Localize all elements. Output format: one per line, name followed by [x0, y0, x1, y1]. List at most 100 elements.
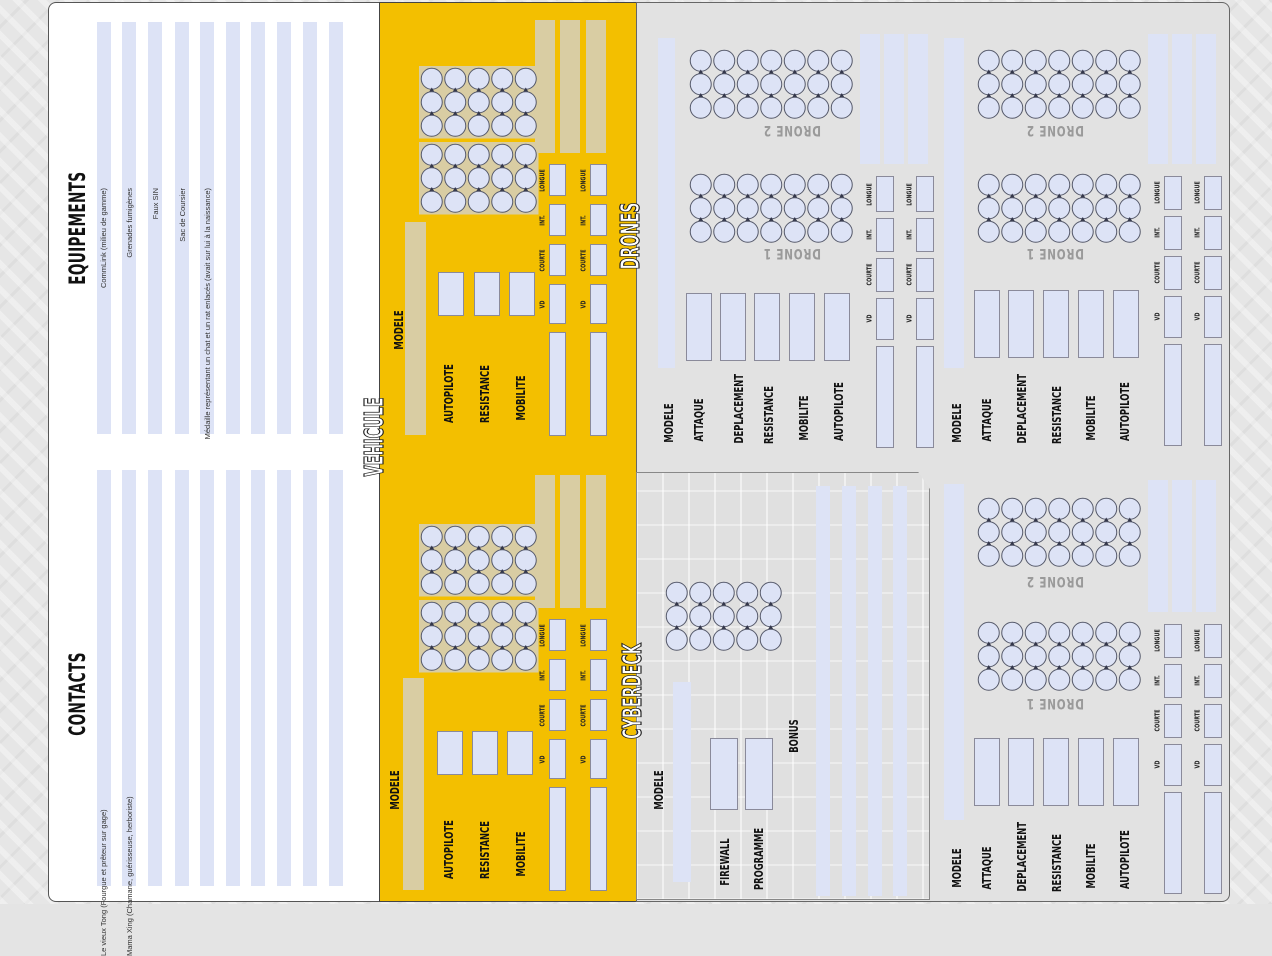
drone-block-2-w1-courte[interactable]: [1164, 256, 1182, 290]
condition-box[interactable]: [1118, 49, 1141, 72]
vehicle-b-mobilite-box[interactable]: [507, 731, 533, 775]
condition-box[interactable]: [1001, 173, 1024, 196]
drone-block-2-mobilite-box[interactable]: [1078, 290, 1104, 358]
condition-box[interactable]: [760, 197, 783, 220]
drone-block-2-weapon2-name[interactable]: [1172, 34, 1192, 164]
condition-box[interactable]: [467, 549, 490, 572]
drone-block-3-deplacement-box[interactable]: [1008, 738, 1034, 806]
vehicle-a-w2-int[interactable]: [590, 204, 607, 236]
vehicle-a-mobilite-box[interactable]: [509, 272, 535, 316]
cyberdeck-line-4[interactable]: [893, 486, 907, 896]
condition-box[interactable]: [1071, 197, 1094, 220]
condition-box[interactable]: [689, 73, 712, 96]
condition-box[interactable]: [736, 605, 759, 628]
condition-box[interactable]: [1071, 544, 1094, 567]
condition-box[interactable]: [783, 73, 806, 96]
condition-box[interactable]: [736, 220, 759, 243]
condition-box[interactable]: [689, 49, 712, 72]
condition-box[interactable]: [514, 190, 537, 213]
drone-block-2-model-field[interactable]: [944, 38, 964, 368]
drone-block-1-w2-int[interactable]: [916, 218, 934, 252]
condition-box[interactable]: [467, 190, 490, 213]
condition-box[interactable]: [1071, 49, 1094, 72]
condition-box[interactable]: [736, 581, 759, 604]
condition-box[interactable]: [491, 625, 514, 648]
condition-box[interactable]: [977, 544, 1000, 567]
equip-line-9[interactable]: [303, 22, 317, 434]
drone-block-1-deplacement-box[interactable]: [720, 293, 746, 361]
condition-box[interactable]: [1118, 668, 1141, 691]
vehicle-b-w2-courte[interactable]: [590, 699, 607, 731]
contact-line-7[interactable]: [251, 470, 265, 886]
contact-line-4[interactable]: [175, 470, 189, 886]
condition-box[interactable]: [1071, 96, 1094, 119]
condition-box[interactable]: [1071, 220, 1094, 243]
condition-box[interactable]: [830, 197, 853, 220]
condition-box[interactable]: [444, 167, 467, 190]
condition-box[interactable]: [712, 605, 735, 628]
condition-box[interactable]: [760, 173, 783, 196]
condition-box[interactable]: [1095, 49, 1118, 72]
vehicle-a-w2-notes[interactable]: [590, 332, 607, 436]
condition-box[interactable]: [1095, 173, 1118, 196]
condition-box[interactable]: [514, 601, 537, 624]
condition-box[interactable]: [830, 173, 853, 196]
condition-box[interactable]: [1071, 173, 1094, 196]
drone-block-1-weapon1-name[interactable]: [860, 34, 880, 164]
vehicle-b-w2-int[interactable]: [590, 659, 607, 691]
drone-block-3-w2-notes[interactable]: [1204, 792, 1222, 894]
programme-box[interactable]: [745, 738, 773, 810]
drone-block-1-weapon2-name[interactable]: [884, 34, 904, 164]
drone-block-1-weapon3-name[interactable]: [908, 34, 928, 164]
condition-box[interactable]: [736, 96, 759, 119]
contact-line-6[interactable]: [226, 470, 240, 886]
drone-block-2-weapon3-name[interactable]: [1196, 34, 1216, 164]
vehicle-b-w2-longue[interactable]: [590, 619, 607, 651]
equip-line-3[interactable]: [148, 22, 162, 434]
condition-box[interactable]: [1001, 497, 1024, 520]
condition-box[interactable]: [444, 67, 467, 90]
condition-box[interactable]: [807, 73, 830, 96]
drone-block-2-resistance-box[interactable]: [1043, 290, 1069, 358]
condition-box[interactable]: [1024, 49, 1047, 72]
condition-box[interactable]: [1048, 497, 1071, 520]
condition-box[interactable]: [1001, 621, 1024, 644]
vehicle-b-w1-int[interactable]: [549, 659, 566, 691]
condition-box[interactable]: [1024, 645, 1047, 668]
condition-box[interactable]: [760, 73, 783, 96]
condition-box[interactable]: [420, 525, 443, 548]
condition-box[interactable]: [467, 648, 490, 671]
condition-box[interactable]: [1095, 645, 1118, 668]
contact-line-3[interactable]: [148, 470, 162, 886]
drone-block-2-w1-vd[interactable]: [1164, 296, 1182, 338]
condition-box[interactable]: [467, 67, 490, 90]
contact-line-8[interactable]: [277, 470, 291, 886]
condition-box[interactable]: [760, 49, 783, 72]
condition-box[interactable]: [514, 648, 537, 671]
condition-box[interactable]: [1095, 197, 1118, 220]
drone-block-3-w1-int[interactable]: [1164, 664, 1182, 698]
condition-box[interactable]: [977, 73, 1000, 96]
cyberdeck-line-1[interactable]: [816, 486, 830, 896]
condition-box[interactable]: [807, 173, 830, 196]
condition-box[interactable]: [1024, 521, 1047, 544]
condition-box[interactable]: [491, 648, 514, 671]
condition-box[interactable]: [420, 572, 443, 595]
drone-block-2-w1-notes[interactable]: [1164, 344, 1182, 446]
condition-box[interactable]: [1024, 197, 1047, 220]
contact-line-10[interactable]: [329, 470, 343, 886]
condition-box[interactable]: [514, 91, 537, 114]
condition-box[interactable]: [1118, 96, 1141, 119]
equip-line-5[interactable]: [200, 22, 214, 434]
condition-box[interactable]: [807, 197, 830, 220]
condition-box[interactable]: [1118, 73, 1141, 96]
condition-box[interactable]: [977, 96, 1000, 119]
condition-box[interactable]: [736, 197, 759, 220]
condition-box[interactable]: [759, 581, 782, 604]
drone-block-3-weapon3-name[interactable]: [1196, 480, 1216, 612]
condition-box[interactable]: [444, 625, 467, 648]
vehicle-b-w2-vd[interactable]: [590, 739, 607, 779]
condition-box[interactable]: [689, 220, 712, 243]
condition-box[interactable]: [736, 73, 759, 96]
condition-box[interactable]: [1048, 197, 1071, 220]
